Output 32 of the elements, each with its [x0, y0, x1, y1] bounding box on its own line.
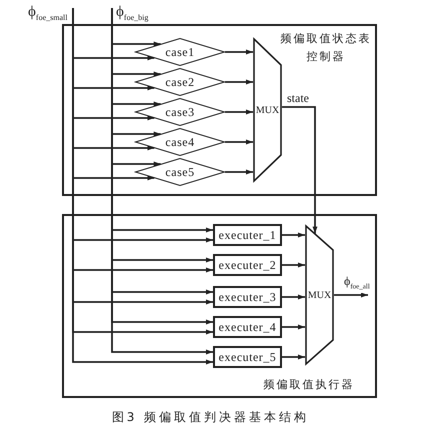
process-box: executer_3 — [213, 286, 282, 308]
arrow — [282, 324, 305, 330]
decision-diamond: case4 — [135, 128, 225, 156]
process-box: executer_2 — [213, 254, 282, 276]
process-box: executer_5 — [213, 346, 282, 368]
arrow — [282, 262, 305, 268]
arrow — [225, 140, 253, 144]
arrow — [225, 50, 253, 54]
module-title: 频偏取值状态表控制器 — [280, 31, 372, 65]
arrow — [282, 232, 305, 238]
module-title: 频偏取值执行器 — [262, 377, 356, 393]
multiplexer: MUX — [253, 38, 282, 182]
module-box — [62, 24, 377, 196]
decision-diamond: case1 — [135, 38, 225, 66]
arrow — [282, 294, 305, 300]
arrow — [225, 80, 253, 84]
decision-diamond: case2 — [135, 68, 225, 96]
arrow — [225, 170, 253, 174]
module-box — [62, 214, 377, 398]
signal-label: ϕ$_{foe_small}$ — [28, 4, 73, 24]
arrow — [225, 110, 253, 114]
signal-label: ϕ$_{foe_big}$ — [112, 4, 162, 24]
edge-label: ϕ$_{foe_all}$ — [344, 274, 370, 294]
decision-diamond: case3 — [135, 98, 225, 126]
arrow — [334, 292, 368, 298]
decision-diamond: case5 — [135, 158, 225, 186]
caption: 图3 频偏取值判决器基本结构 — [110, 409, 310, 426]
process-box: executer_4 — [213, 316, 282, 338]
process-box: executer_1 — [213, 224, 282, 246]
arrow — [282, 106, 318, 234]
arrow — [282, 354, 305, 360]
multiplexer: MUX — [305, 225, 334, 365]
